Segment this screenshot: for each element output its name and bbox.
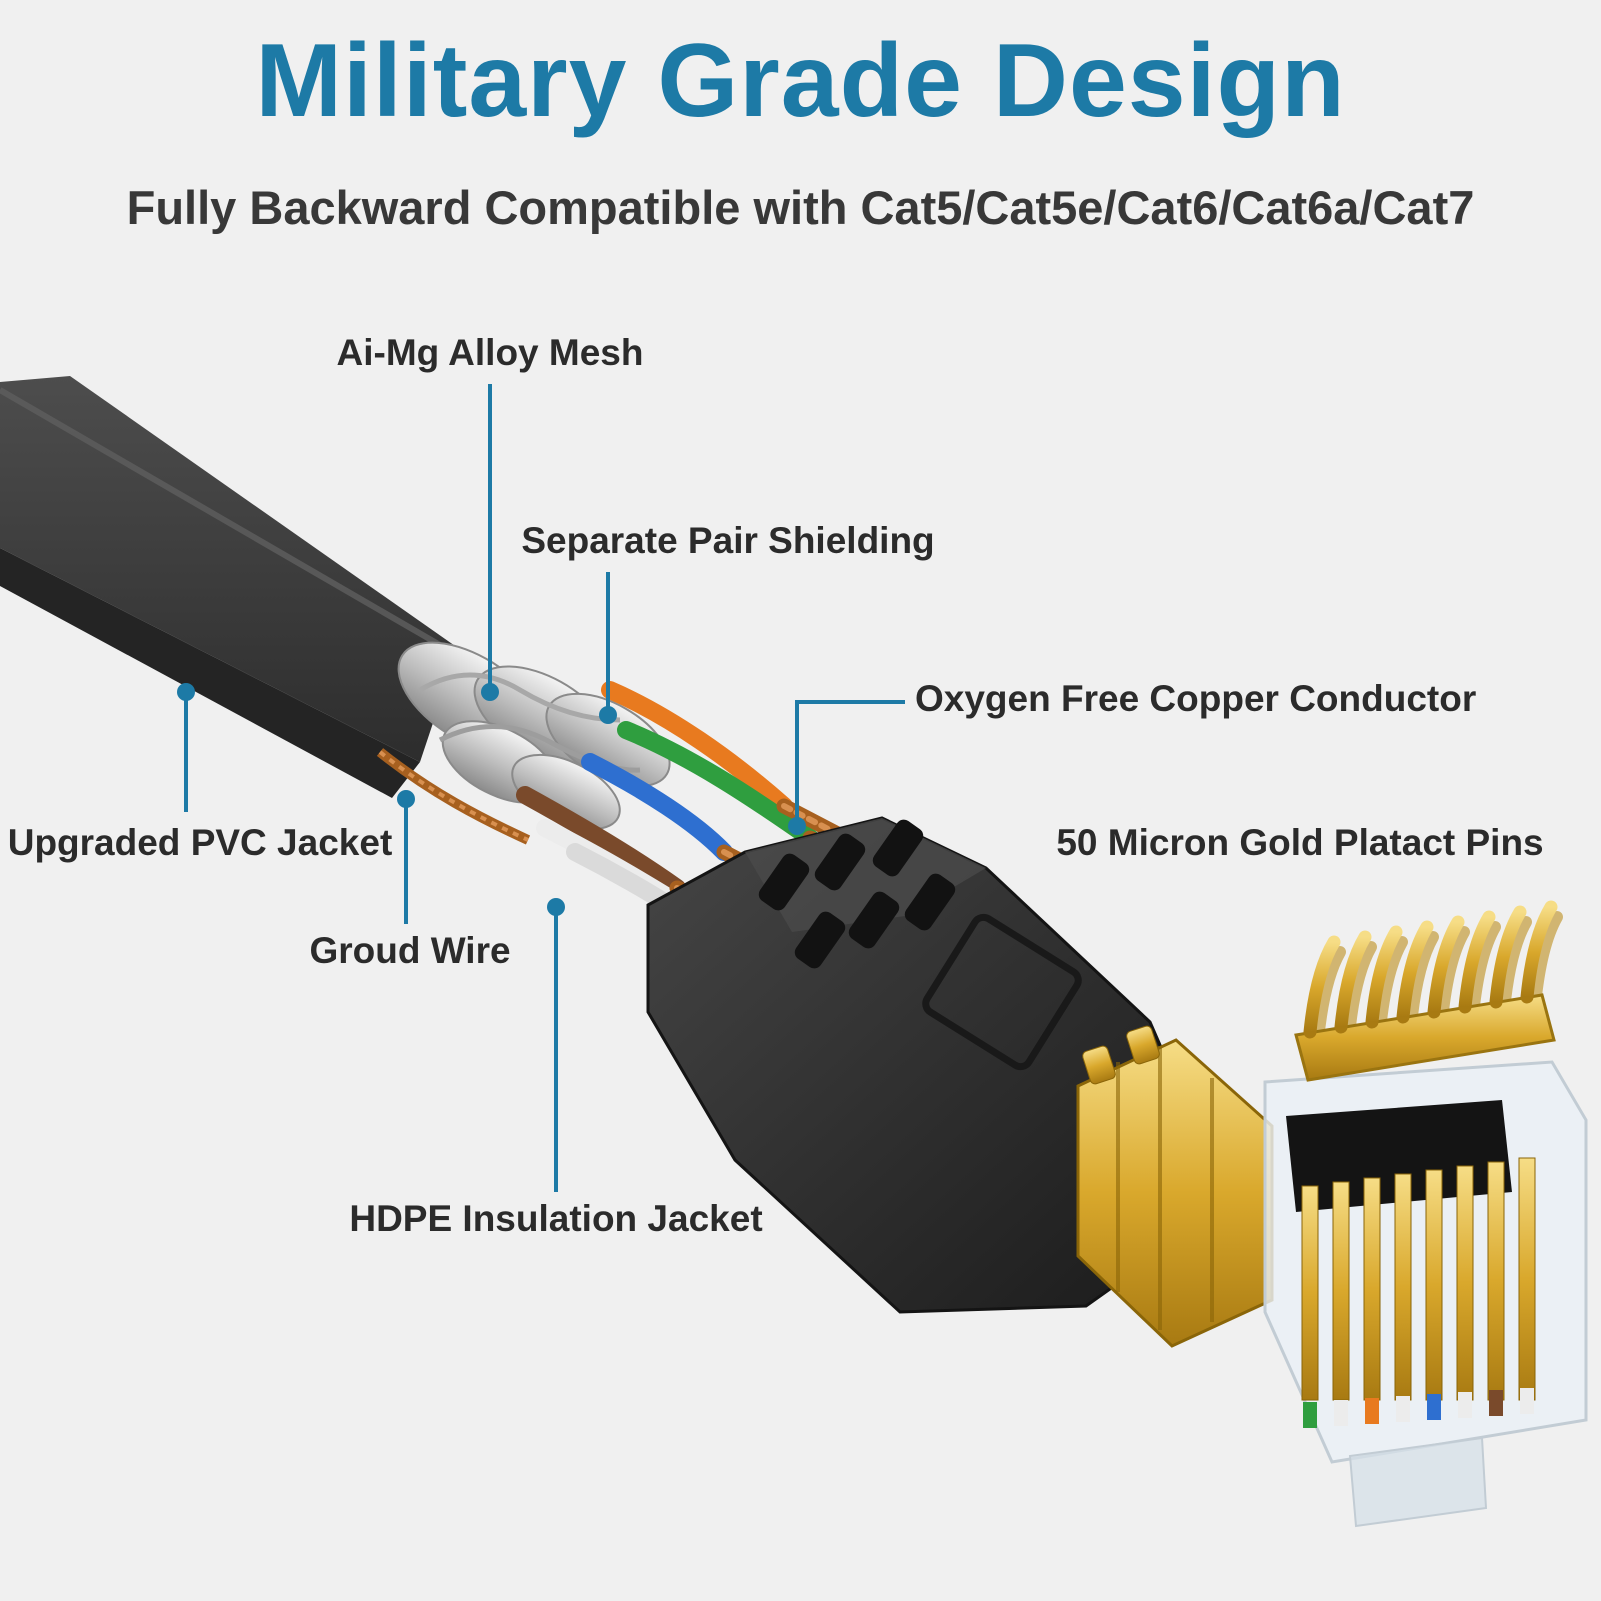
page-subtitle: Fully Backward Compatible with Cat5/Cat5…: [126, 181, 1475, 234]
gold-shield: [1076, 1025, 1274, 1348]
page-title: Military Grade Design: [255, 23, 1346, 139]
label-pvc-jacket: Upgraded PVC Jacket: [7, 822, 393, 863]
label-ground-wire: Groud Wire: [309, 930, 511, 971]
label-alloy-mesh: Ai-Mg Alloy Mesh: [336, 332, 644, 373]
label-gold-pins: 50 Micron Gold Platact Pins: [1056, 822, 1544, 863]
leader-copper-conductor: [788, 700, 905, 835]
gold-pins: [1301, 1157, 1536, 1401]
twisted-pair-wires: [516, 681, 819, 947]
cable-jacket: [0, 376, 458, 798]
rj45-clear-tip: [1263, 1060, 1588, 1528]
label-pair-shielding: Separate Pair Shielding: [521, 520, 935, 561]
label-copper-conductor: Oxygen Free Copper Conductor: [915, 678, 1477, 719]
vent-slots: [758, 819, 956, 969]
leader-pair-shielding: [599, 572, 617, 724]
connector-body: [646, 816, 1188, 1314]
leader-ground-wire: [397, 790, 415, 924]
leader-alloy-mesh: [481, 384, 499, 701]
label-hdpe-jacket: HDPE Insulation Jacket: [349, 1198, 763, 1239]
leader-pvc-jacket: [177, 683, 195, 812]
gold-pin-comb: [1294, 900, 1563, 1082]
wire-end-colors: [1303, 1388, 1534, 1428]
ground-wire: [376, 748, 531, 845]
leader-hdpe-jacket: [547, 898, 565, 1192]
leader-lines: [177, 384, 905, 1192]
